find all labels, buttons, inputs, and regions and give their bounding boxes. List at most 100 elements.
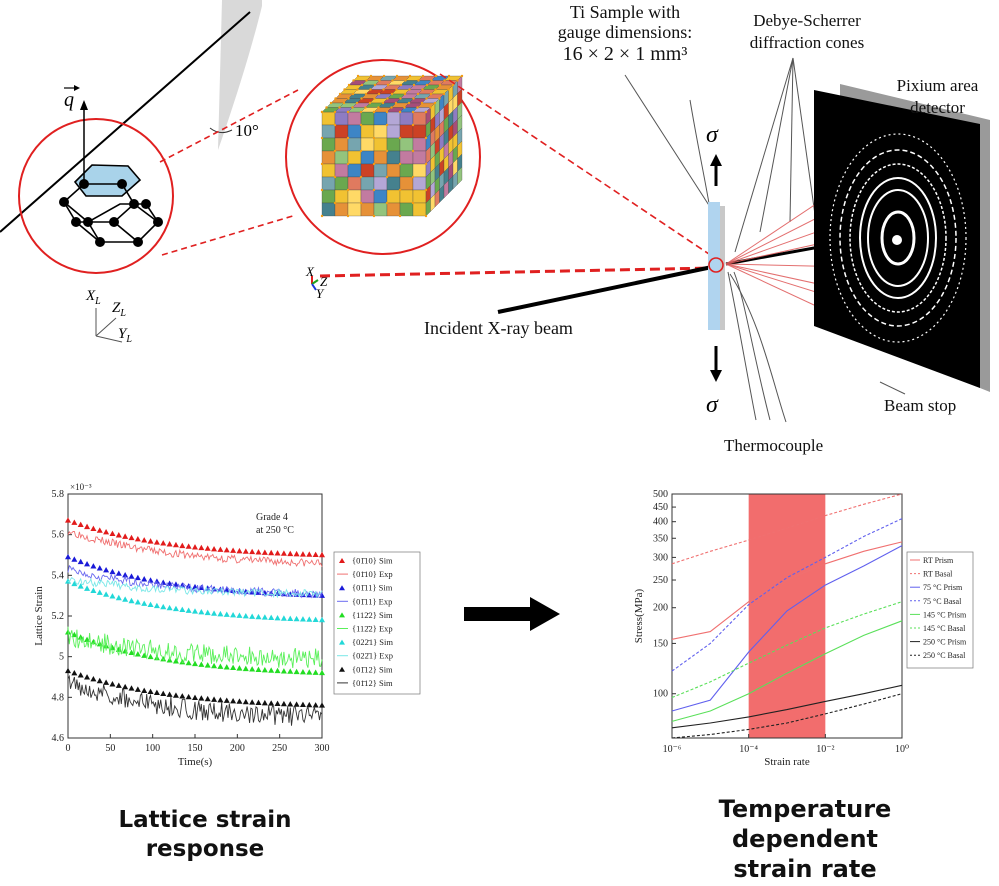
sim-marker	[204, 695, 211, 702]
sim-marker	[287, 701, 294, 707]
sim-marker	[84, 674, 91, 680]
y-tick-label: 5	[59, 652, 64, 663]
sim-marker	[185, 543, 192, 549]
sim-marker	[179, 542, 186, 549]
sim-marker	[236, 665, 243, 671]
sim-marker	[319, 551, 325, 558]
sim-marker	[306, 551, 313, 557]
y-tick-label: 5.8	[52, 489, 65, 500]
legend-entry: 145 °C Prism	[923, 610, 967, 619]
legend-entry: {112̄2} Sim	[352, 610, 393, 620]
polycrystal-cube	[320, 74, 464, 218]
lab-axis-x: XL	[85, 288, 101, 307]
y-tick-label: 500	[653, 489, 668, 500]
sim-marker	[293, 615, 300, 622]
sim-marker	[287, 615, 294, 621]
sim-marker	[90, 525, 97, 531]
sim-marker	[160, 603, 167, 610]
sim-marker	[236, 612, 243, 618]
series-line	[671, 693, 903, 739]
sim-marker	[84, 523, 91, 530]
annotation-temp: at 250 °C	[256, 525, 294, 536]
crystal-beam-line	[0, 11, 251, 233]
plot-area	[671, 493, 903, 739]
sim-marker	[122, 596, 129, 602]
sim-marker	[96, 677, 103, 684]
sim-marker	[71, 669, 78, 676]
sim-marker	[134, 651, 141, 657]
sim-marker	[84, 585, 91, 591]
legend-entry: {01̄11} Exp	[352, 596, 392, 606]
sim-marker	[280, 550, 287, 556]
sim-marker	[319, 616, 325, 623]
sim-marker	[268, 667, 275, 673]
sim-marker	[198, 695, 205, 701]
legend-entry: {01̄10} Exp	[352, 569, 393, 579]
sim-marker	[166, 541, 173, 547]
x-tick-label: 50	[105, 743, 115, 754]
x-tick-label: 300	[315, 743, 330, 754]
sim-marker	[223, 664, 230, 670]
sim-marker	[223, 697, 230, 703]
legend-entry: 75 °C Basal	[923, 597, 962, 606]
legend-entry: {022̄1} Sim	[352, 637, 393, 647]
hcp-zoom-circle	[18, 118, 174, 274]
annotation-grade: Grade 4	[256, 512, 288, 523]
sim-marker	[65, 667, 71, 674]
cones-label: Debye-Scherrer diffraction cones	[732, 10, 882, 54]
sim-marker	[261, 549, 268, 555]
exp-line	[67, 564, 323, 599]
legend-box	[906, 551, 974, 669]
legend-entry: 250 °C Prism	[923, 638, 967, 647]
sim-marker	[172, 692, 179, 698]
sim-marker	[192, 660, 198, 667]
sim-marker	[96, 527, 103, 533]
sim-marker	[128, 685, 135, 691]
incident-beam-line	[497, 265, 713, 314]
sim-marker	[96, 589, 103, 595]
sim-marker	[147, 653, 154, 660]
x-tick-label: 150	[188, 743, 203, 754]
sim-marker	[230, 697, 237, 704]
sim-marker	[122, 683, 129, 690]
sim-marker	[77, 521, 84, 528]
ti-sample	[708, 202, 720, 330]
x-tick-label: 200	[230, 743, 245, 754]
sim-marker	[103, 591, 110, 597]
x-tick-label: 10⁰	[895, 744, 909, 755]
detector-label-line2: detector	[910, 98, 965, 117]
sim-marker	[141, 652, 148, 658]
sim-marker	[84, 561, 91, 567]
y-axis-label: Lattice Strain	[33, 586, 45, 646]
angle-label: 10°	[235, 121, 259, 140]
sim-marker	[96, 565, 103, 571]
sim-marker	[90, 563, 97, 569]
y-tick-label: 450	[653, 502, 668, 513]
sim-marker	[249, 613, 256, 619]
sim-marker	[319, 702, 325, 708]
x-tick-label: 10⁻²	[816, 744, 834, 755]
sim-marker	[242, 665, 249, 672]
sim-marker	[230, 664, 237, 671]
sim-marker	[249, 666, 256, 672]
legend-entry: {01̄10} Sim	[352, 556, 393, 566]
cube-axes	[311, 276, 319, 291]
sim-marker	[306, 669, 313, 675]
legend-entry: 145 °C Basal	[923, 624, 966, 633]
sim-marker	[103, 679, 110, 685]
series-line	[671, 545, 903, 712]
sample-label-line3: 16 × 2 × 1 mm³	[562, 43, 688, 65]
sim-marker	[192, 608, 198, 614]
sigma-bottom: σ	[706, 392, 719, 418]
legend-entry: 250 °C Basal	[923, 651, 966, 660]
y-tick-label: 300	[653, 552, 668, 563]
x-tick-label: 0	[66, 743, 71, 754]
y-tick-label: 4.8	[52, 692, 65, 703]
sim-marker	[306, 701, 313, 708]
sample-label: Ti Sample with gauge dimensions: 16 × 2 …	[545, 2, 705, 64]
caption-left-line2: response	[145, 836, 265, 862]
y-tick-label: 150	[653, 638, 668, 649]
beam-stop-mark	[892, 235, 902, 245]
